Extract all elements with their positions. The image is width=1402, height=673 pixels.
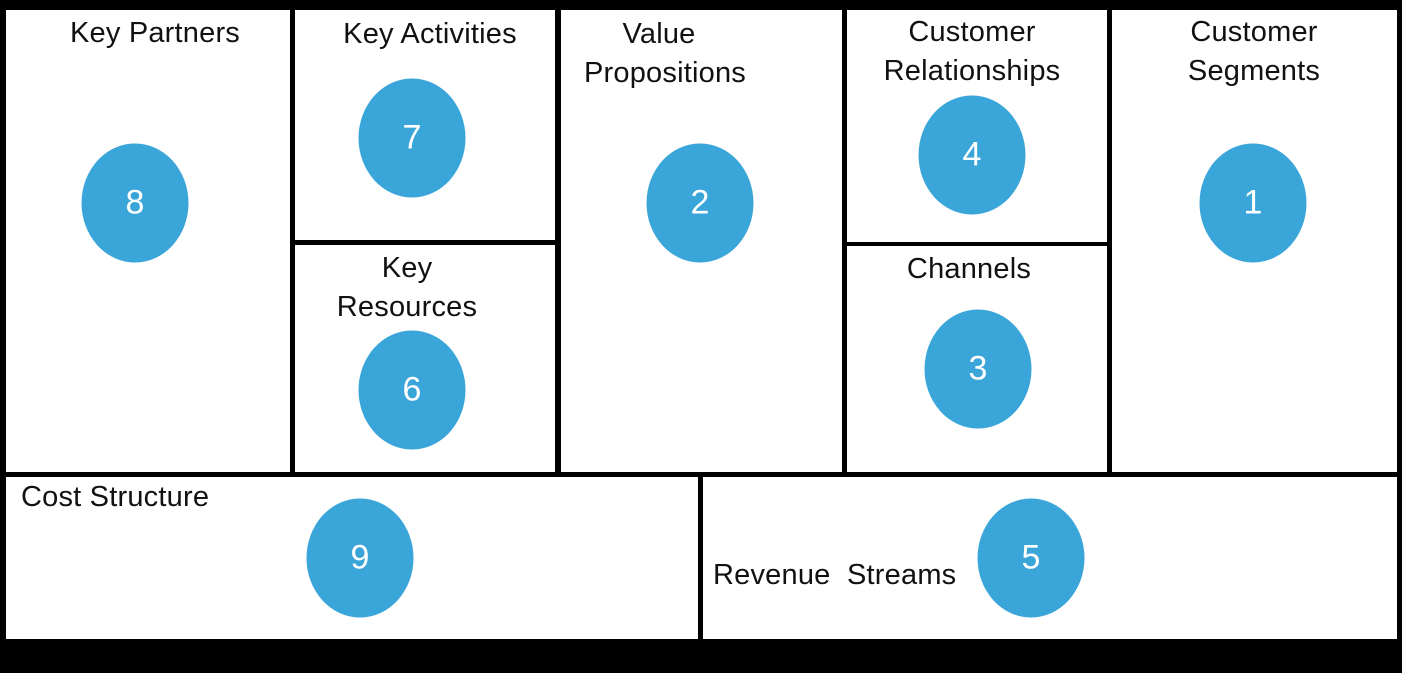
channels-number-badge: 3 xyxy=(924,309,1032,429)
key-partners-number-badge: 8 xyxy=(81,143,189,263)
revenue-streams-label-line: Revenue Streams xyxy=(713,559,957,591)
key-activities-label-line: Key Activities xyxy=(343,18,517,50)
value-propositions-label-line-1: Value xyxy=(622,18,696,50)
key-resources-label: Key Resources xyxy=(337,249,477,327)
customer-segments-label-line-1: Customer xyxy=(1190,16,1318,48)
key-partners-label: Key Partners xyxy=(70,14,240,53)
key-resources-label-line-1: Key xyxy=(381,252,433,284)
key-activities-number-badge: 7 xyxy=(358,78,466,198)
cost-structure-label: Cost Structure xyxy=(21,478,209,517)
value-propositions-number-badge: 2 xyxy=(646,143,754,263)
value-propositions-label-line-2: Propositions xyxy=(584,57,746,89)
customer-segments-label: Customer Segments xyxy=(1188,13,1320,91)
key-partners-label-line: Key Partners xyxy=(69,17,241,49)
customer-relationships-label-line-2: Relationships xyxy=(883,55,1061,87)
value-propositions-label: Value Propositions xyxy=(584,15,746,93)
customer-relationships-label: Customer Relationships xyxy=(884,13,1061,91)
revenue-streams-label: Revenue Streams xyxy=(713,478,956,673)
cost-structure-number-badge: 9 xyxy=(306,498,414,618)
key-activities-label: Key Activities xyxy=(343,15,517,54)
customer-segments-number-badge: 1 xyxy=(1199,143,1307,263)
business-model-canvas: Key Partners 8 Key Activities 7 Key Reso… xyxy=(6,10,1397,639)
revenue-streams-number-badge: 5 xyxy=(977,498,1085,618)
key-resources-number-badge: 6 xyxy=(358,330,466,450)
channels-label-line: Channels xyxy=(906,253,1032,285)
key-resources-label-line-2: Resources xyxy=(336,291,478,323)
channels-label: Channels xyxy=(907,250,1031,289)
customer-relationships-number-badge: 4 xyxy=(918,95,1026,215)
cost-structure-label-line: Cost Structure xyxy=(21,481,210,513)
customer-relationships-label-line-1: Customer xyxy=(908,16,1036,48)
customer-segments-label-line-2: Segments xyxy=(1187,55,1321,87)
